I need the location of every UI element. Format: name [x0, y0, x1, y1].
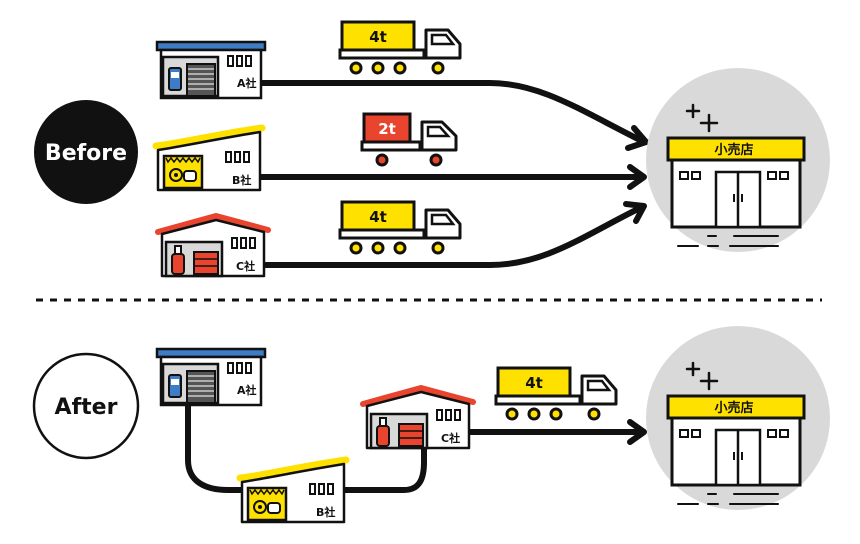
truck-2t: 2t: [360, 112, 458, 167]
retail-store: 小売店: [644, 66, 832, 254]
truck-capacity-label: 2t: [378, 120, 396, 138]
store-label: 小売店: [714, 142, 753, 158]
warehouse-b: B社: [156, 128, 262, 190]
company-a-label: A社: [237, 383, 257, 397]
before-label: Before: [45, 141, 127, 166]
warehouse-a: A社: [155, 40, 267, 100]
company-c-label: C社: [236, 259, 255, 273]
after-section: After A社 B社 C社 4t: [32, 324, 832, 522]
route-c-to-store: [263, 205, 643, 268]
route-a-to-store: [259, 80, 643, 143]
truck-4t-a: 4t: [338, 20, 462, 75]
company-b-label: B社: [316, 505, 335, 519]
warehouse-b-after: B社: [240, 460, 346, 522]
before-section: Before A社 B社 C社 4t: [34, 20, 832, 276]
after-badge: [32, 352, 140, 460]
after-label: After: [55, 395, 118, 420]
before-badge: [34, 100, 138, 204]
company-b-label: B社: [232, 173, 251, 187]
retail-store-after: 小売店: [644, 324, 832, 512]
truck-4t-c: 4t: [338, 200, 462, 255]
warehouse-c-after: C社: [363, 388, 473, 448]
warehouse-a-after: A社: [155, 347, 267, 407]
warehouse-c: C社: [158, 216, 268, 276]
store-label: 小売店: [714, 400, 753, 416]
company-a-label: A社: [237, 76, 257, 90]
company-c-label: C社: [441, 431, 460, 445]
truck-4t-after: 4t: [494, 366, 618, 421]
truck-capacity-label: 4t: [369, 208, 387, 226]
truck-capacity-label: 4t: [369, 28, 387, 46]
truck-capacity-label: 4t: [525, 374, 543, 392]
